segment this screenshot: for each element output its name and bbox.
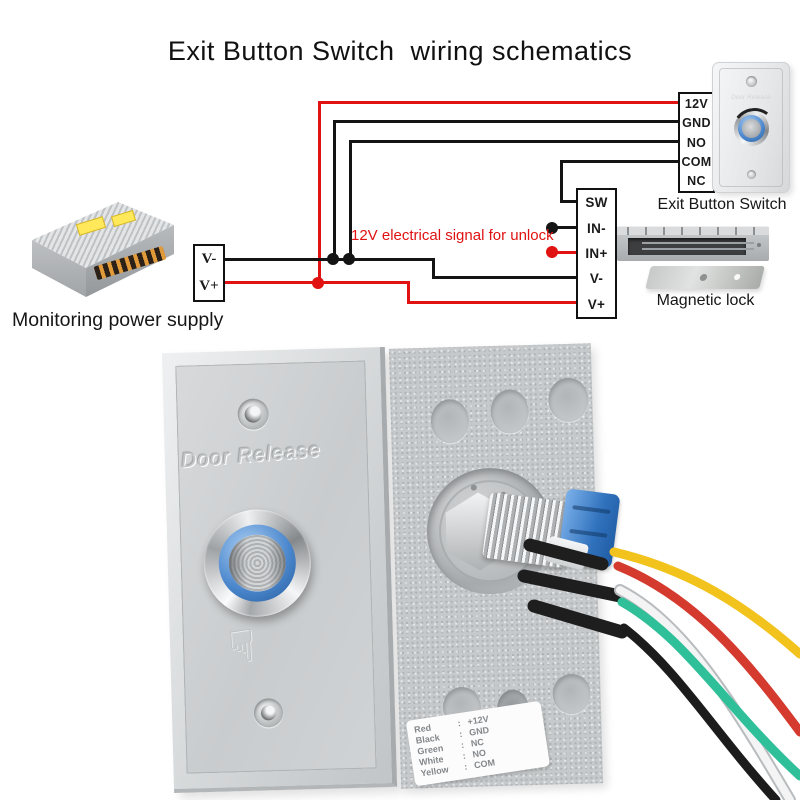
exit-button-caption: Exit Button Switch — [657, 196, 787, 213]
button-metal-core — [742, 119, 761, 138]
wire-12v-vertical — [318, 101, 321, 284]
terminal-in-minus: IN- — [587, 220, 606, 236]
terminal-12v: 12V — [684, 96, 709, 111]
terminal-sw: SW — [585, 195, 608, 211]
wire-vminus-step — [432, 258, 435, 279]
psu-terminal-box: V- V+ — [193, 244, 225, 302]
screw-icon — [747, 170, 756, 179]
heat-shrink-stub — [527, 599, 629, 639]
exit-button-photo: Door Release — [712, 62, 790, 193]
yellow-wire — [609, 547, 800, 659]
casting-dimple — [430, 398, 470, 444]
magnetic-lock-caption: Magnetic lock — [656, 292, 755, 309]
wire-sw-stub — [560, 200, 578, 203]
terminal-nc: NC — [687, 174, 706, 189]
magnet-lamination — [642, 242, 754, 244]
wire-no-horizontal — [349, 140, 680, 143]
magnet-lamination — [642, 248, 754, 250]
magnetic-lock-body — [617, 226, 769, 261]
pigtail-wires — [517, 538, 800, 800]
page-title: Exit Button Switch wiring schematics — [167, 36, 633, 66]
casting-dimple — [547, 377, 589, 423]
magnetic-lock-armature — [645, 266, 765, 289]
power-supply-photo — [22, 194, 187, 306]
junction-dot-red — [312, 277, 324, 289]
wire-vminus-to-controller — [432, 276, 578, 279]
terminal-ctrl-v-plus: V+ — [587, 296, 606, 312]
heat-shrink-stub — [523, 538, 609, 571]
wire-inplus-stub — [552, 251, 578, 254]
lock-magnet-slot — [628, 238, 754, 255]
terminal-no: NO — [686, 135, 707, 150]
terminal-dot-inminus — [546, 222, 558, 234]
junction-dot-black-2 — [343, 253, 355, 265]
heat-shrink-stub — [517, 569, 627, 603]
armature-screw — [699, 274, 708, 281]
wire-gnd-horizontal — [333, 120, 680, 123]
armature-pin — [733, 274, 741, 280]
terminal-v-plus: V+ — [199, 278, 219, 294]
wire-vplus-to-controller — [407, 301, 578, 304]
terminal-v-minus: V- — [201, 251, 217, 267]
wire-com-horizontal — [560, 160, 680, 163]
green-wire — [617, 597, 800, 781]
terminal-com: COM — [681, 154, 712, 169]
wire-inminus-stub — [552, 226, 578, 229]
wire-gnd-vertical — [333, 120, 336, 261]
junction-dot-black-1 — [327, 253, 339, 265]
screw-icon — [746, 76, 757, 87]
red-wire — [613, 561, 800, 737]
power-supply-caption: Monitoring power supply — [12, 309, 224, 331]
exit-button-terminal-box: 12V GND NO COM NC — [678, 92, 715, 193]
casting-dimple — [490, 389, 530, 435]
exit-plate-embossed-text: Door Release — [731, 94, 771, 101]
wire-vplus-step — [407, 281, 410, 304]
door-release-plate-front: Door Release ☟ — [161, 346, 398, 794]
lock-top-edge — [617, 227, 769, 235]
controller-terminal-box: SW IN- IN+ V- V+ — [576, 188, 617, 319]
terminal-ctrl-v-minus: V- — [589, 271, 604, 287]
unlock-signal-annotation: 12V electrical signal for unlock — [351, 227, 554, 244]
wire-12v-horizontal — [318, 101, 680, 104]
lock-led — [757, 243, 761, 247]
black-wire — [619, 623, 781, 800]
terminal-dot-inplus — [546, 246, 558, 258]
wire-no-vertical — [349, 140, 352, 261]
hand-press-icon: ☟ — [226, 620, 257, 673]
terminal-in-plus: IN+ — [585, 246, 608, 262]
wire-com-vertical — [560, 160, 563, 203]
terminal-gnd: GND — [682, 116, 711, 131]
